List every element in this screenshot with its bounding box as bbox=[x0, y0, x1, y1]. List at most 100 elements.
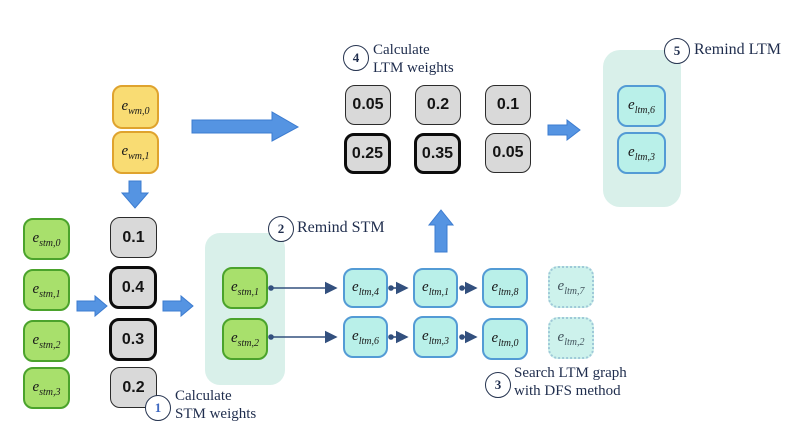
graph-node-ltm-3-base: e bbox=[422, 327, 429, 344]
node-e-stm-2-label: estm,2 bbox=[32, 332, 60, 351]
ltm-weight-r1c3-value: 0.1 bbox=[496, 96, 520, 113]
step-label-3: Search LTM graph with DFS method bbox=[514, 364, 627, 400]
ltm-weight-r2c1: 0.25 bbox=[344, 133, 391, 174]
graph-node-ltm-0-sub: ltm,0 bbox=[498, 337, 519, 349]
remind-ltm-node-1-label: eltm,3 bbox=[628, 144, 655, 163]
step-badge-1: 1 bbox=[145, 395, 171, 421]
remind-stm-node-1-label: estm,2 bbox=[231, 330, 259, 349]
graph-node-ltm-7-sub: ltm,7 bbox=[564, 285, 585, 297]
node-e-stm-2-base: e bbox=[32, 331, 40, 348]
remind-stm-node-0-sub: stm,1 bbox=[237, 286, 260, 298]
step-label-3-line1: Search LTM graph bbox=[514, 365, 627, 381]
graph-node-ltm-6: eltm,6 bbox=[343, 316, 388, 358]
remind-ltm-node-0: eltm,6 bbox=[617, 85, 666, 127]
remind-stm-node-0-label: estm,1 bbox=[231, 279, 259, 298]
node-e-stm-0-sub: stm,0 bbox=[39, 237, 61, 249]
connector-ltm4-to-ltm1 bbox=[388, 281, 409, 295]
node-e-stm-1-label: estm,1 bbox=[32, 281, 60, 300]
node-e-wm-0-label: ewm,0 bbox=[121, 98, 149, 117]
stm-weight-2: 0.3 bbox=[109, 318, 157, 361]
step-number-4: 4 bbox=[352, 50, 360, 65]
ltm-weight-r2c3-value: 0.05 bbox=[492, 144, 524, 161]
remind-ltm-node-0-base: e bbox=[628, 96, 635, 113]
step-number-2: 2 bbox=[277, 221, 285, 236]
step-label-1-line2: STM weights bbox=[175, 406, 257, 422]
graph-node-ltm-2-unvisited: eltm,2 bbox=[548, 317, 594, 359]
step-label-4-line1: Calculate bbox=[373, 42, 430, 58]
step-label-5: Remind LTM bbox=[694, 41, 781, 59]
node-e-stm-1-base: e bbox=[32, 280, 40, 297]
step-label-5-line1: Remind LTM bbox=[694, 41, 781, 58]
remind-stm-node-1-sub: stm,2 bbox=[237, 337, 260, 349]
stm-weight-1-value: 0.4 bbox=[121, 278, 145, 296]
node-e-wm-1-sub: wm,1 bbox=[128, 151, 150, 162]
step-badge-3: 3 bbox=[485, 372, 511, 398]
graph-node-ltm-7-label: eltm,7 bbox=[558, 278, 585, 297]
graph-node-ltm-2-label: eltm,2 bbox=[558, 329, 585, 348]
ltm-weight-r1c1-value: 0.05 bbox=[352, 96, 384, 113]
node-e-wm-1-label: ewm,1 bbox=[121, 143, 149, 162]
remind-ltm-panel bbox=[603, 50, 681, 207]
node-e-stm-3-sub: stm,3 bbox=[39, 386, 61, 398]
graph-node-ltm-4: eltm,4 bbox=[343, 268, 388, 308]
node-e-stm-0-label: estm,0 bbox=[32, 230, 60, 249]
node-e-stm-0: estm,0 bbox=[23, 218, 70, 260]
graph-node-ltm-4-sub: ltm,4 bbox=[358, 286, 379, 298]
stm-weight-0: 0.1 bbox=[110, 217, 157, 258]
node-e-stm-0-base: e bbox=[32, 229, 40, 246]
connector-ltm6-to-ltm3 bbox=[388, 330, 409, 344]
step-label-2-line1: Remind STM bbox=[297, 219, 385, 236]
graph-node-ltm-6-label: eltm,6 bbox=[352, 328, 379, 347]
graph-node-ltm-2-base: e bbox=[557, 328, 565, 345]
remind-stm-node-1: estm,2 bbox=[222, 318, 268, 360]
step-badge-4: 4 bbox=[343, 45, 369, 71]
graph-node-ltm-7-base: e bbox=[557, 277, 565, 294]
graph-node-ltm-8-label: eltm,8 bbox=[492, 279, 519, 298]
graph-node-ltm-7-unvisited: eltm,7 bbox=[548, 266, 594, 308]
step-badge-2: 2 bbox=[268, 216, 294, 242]
graph-node-ltm-4-label: eltm,4 bbox=[352, 279, 379, 298]
remind-ltm-node-1-base: e bbox=[628, 143, 635, 160]
node-e-stm-2: estm,2 bbox=[23, 320, 70, 362]
ltm-weight-r2c1-value: 0.25 bbox=[351, 144, 384, 162]
node-e-wm-0: ewm,0 bbox=[112, 85, 159, 129]
ltm-weight-r2c2: 0.35 bbox=[414, 133, 461, 174]
step-number-5: 5 bbox=[673, 43, 681, 58]
ltm-weight-r1c2-value: 0.2 bbox=[426, 96, 450, 113]
graph-node-ltm-1: eltm,1 bbox=[413, 268, 458, 308]
ltm-weight-r1c2: 0.2 bbox=[415, 85, 461, 125]
graph-node-ltm-3-sub: ltm,3 bbox=[428, 335, 449, 347]
ltm-weight-r2c3: 0.05 bbox=[485, 133, 531, 173]
stm-weight-1: 0.4 bbox=[109, 266, 157, 309]
arrow-wm-down bbox=[120, 180, 150, 209]
node-e-wm-0-base: e bbox=[121, 97, 129, 114]
graph-node-ltm-6-base: e bbox=[352, 327, 359, 344]
node-e-wm-1: ewm,1 bbox=[112, 131, 159, 174]
remind-stm-node-0-base: e bbox=[230, 278, 238, 295]
ltm-weight-r1c1: 0.05 bbox=[345, 85, 391, 125]
stm-weight-3: 0.2 bbox=[110, 367, 157, 408]
arrow-ltm-weights-to-remind-ltm bbox=[547, 118, 581, 142]
remind-stm-panel bbox=[205, 233, 285, 385]
remind-ltm-node-0-label: eltm,6 bbox=[628, 97, 655, 116]
remind-ltm-node-0-sub: ltm,6 bbox=[634, 104, 655, 116]
node-e-stm-3: estm,3 bbox=[23, 367, 70, 409]
graph-node-ltm-3-label: eltm,3 bbox=[422, 328, 449, 347]
node-e-wm-0-sub: wm,0 bbox=[128, 105, 150, 117]
step-label-4-line2: LTM weights bbox=[373, 60, 454, 76]
node-e-stm-2-sub: stm,2 bbox=[39, 339, 61, 351]
node-e-stm-3-label: estm,3 bbox=[32, 379, 60, 398]
remind-stm-node-0: estm,1 bbox=[222, 267, 268, 309]
graph-node-ltm-8-base: e bbox=[491, 278, 499, 295]
graph-node-ltm-1-label: eltm,1 bbox=[422, 279, 449, 298]
graph-node-ltm-1-base: e bbox=[422, 278, 429, 295]
graph-node-ltm-0: eltm,0 bbox=[482, 318, 528, 360]
ltm-weight-r2c2-value: 0.35 bbox=[421, 144, 454, 162]
node-e-wm-1-base: e bbox=[121, 143, 129, 159]
arrow-graph-to-ltm-weights bbox=[427, 209, 455, 253]
graph-node-ltm-4-base: e bbox=[352, 278, 359, 295]
step-number-1: 1 bbox=[154, 400, 162, 415]
remind-stm-node-1-base: e bbox=[230, 329, 238, 346]
step-label-1: Calculate STM weights bbox=[175, 387, 256, 423]
